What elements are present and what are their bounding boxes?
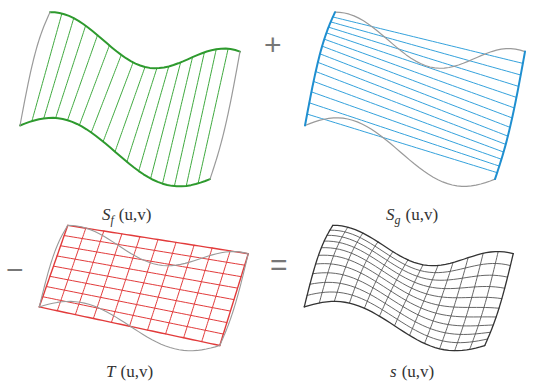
surface-caption: Sf (u,v)	[102, 205, 151, 228]
grid-line	[327, 235, 508, 280]
ruling-line	[186, 49, 216, 186]
ruling-line	[44, 18, 74, 118]
ruling-line	[329, 27, 519, 86]
ruling-line	[56, 26, 86, 118]
surface-caption: T (u,v)	[106, 362, 153, 382]
ruling-line	[127, 68, 157, 162]
boundary-curve	[68, 225, 249, 265]
parameters: (u,v)	[402, 362, 435, 381]
boundary-curve	[485, 254, 514, 346]
ruling-line	[32, 14, 62, 122]
grid-line	[64, 236, 245, 266]
grid-edge	[39, 225, 68, 307]
boundary-curve	[50, 12, 240, 68]
boundary-curve	[39, 301, 220, 350]
grid-line	[330, 230, 511, 272]
grid-edge	[68, 225, 249, 253]
grid-line	[440, 258, 469, 349]
surface-symbol: T	[106, 362, 115, 381]
plus-sign: +	[264, 30, 282, 60]
parameters: (u,v)	[119, 205, 152, 224]
ruling-line	[151, 62, 181, 178]
ruled-surface-g	[305, 12, 525, 186]
ruling-line	[311, 92, 501, 159]
ruling-line	[174, 52, 204, 186]
ruling-line	[318, 62, 508, 136]
minus-sign: −	[6, 255, 24, 285]
grid-line	[319, 227, 348, 303]
ruling-line	[79, 45, 109, 125]
boundary-curve	[333, 225, 514, 265]
coons-surface	[304, 225, 513, 350]
ruling-line	[103, 62, 133, 141]
grid-line	[379, 260, 408, 316]
subscript: f	[111, 213, 114, 227]
ruling-line	[322, 46, 512, 118]
boundary-curve	[495, 52, 525, 179]
ruling-line	[333, 17, 523, 63]
parameters: (u,v)	[406, 205, 439, 224]
boundary-curve	[335, 12, 525, 68]
ruling-line	[163, 57, 193, 183]
ruling-line	[91, 55, 121, 133]
boundary-curve	[304, 225, 333, 307]
ruling-line	[324, 39, 514, 108]
grid-line	[319, 255, 500, 308]
grid-line	[46, 287, 227, 323]
subscript: g	[395, 213, 401, 227]
boundary-curve	[305, 118, 495, 186]
bilinear-surface	[39, 225, 248, 350]
ruling-line	[307, 114, 497, 173]
ruling-line	[139, 66, 169, 171]
parameters: (u,v)	[120, 362, 153, 381]
surface-symbol: s	[390, 362, 397, 381]
grid-line	[410, 265, 439, 335]
grid-edge	[220, 254, 249, 346]
ruling-line	[68, 35, 98, 120]
equals-sign: =	[270, 250, 288, 280]
boundary-curve	[39, 225, 68, 307]
ruling-line	[314, 81, 504, 152]
boundary-curve	[305, 12, 335, 125]
boundary-curve	[20, 118, 210, 186]
grid-line	[313, 273, 494, 326]
ruled-surface-f	[20, 12, 240, 186]
ruling-line	[316, 72, 506, 145]
ruling-line	[320, 54, 510, 127]
ruling-line	[326, 33, 516, 98]
surface-symbol: S	[386, 205, 395, 224]
ruling-line	[331, 22, 521, 75]
ruling-line	[198, 49, 228, 184]
boundary-curve	[20, 12, 50, 125]
grid-line	[455, 253, 484, 350]
boundary-curve	[304, 301, 485, 350]
grid-line	[310, 282, 491, 334]
surface-symbol: S	[102, 205, 111, 224]
grid-line	[307, 292, 488, 343]
boundary-curve	[210, 52, 240, 179]
ruling-line	[115, 67, 145, 152]
boundary-curve	[220, 254, 249, 346]
grid-line	[61, 246, 242, 277]
surface-caption: s (u,v)	[390, 362, 434, 382]
surface-caption: Sg (u,v)	[386, 205, 438, 228]
